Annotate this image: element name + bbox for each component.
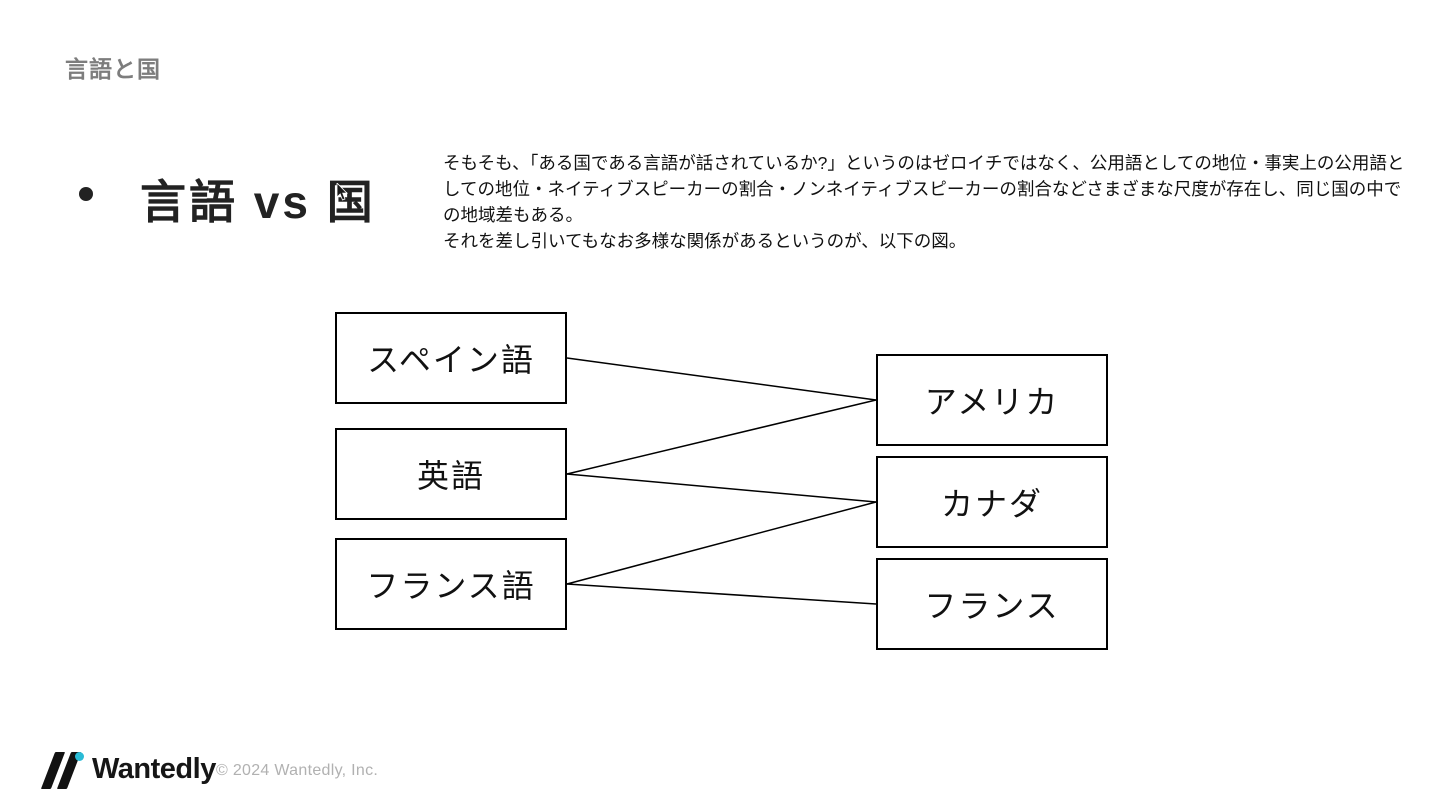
country-node-label: アメリカ (924, 384, 1060, 420)
page-title: 言語 vs 国 (140, 176, 376, 228)
connection-spanish-usa (566, 357, 877, 401)
wantedly-wordmark: Wantedly (92, 753, 216, 785)
country-node-usa[interactable]: アメリカ (876, 354, 1108, 446)
footer: Wantedly © 2024 Wantedly, Inc. (0, 740, 1440, 810)
language-node-label: フランス語 (366, 568, 536, 604)
description-text: そもそも、「ある国である言語が話されているか?」というのはゼロイチではなく、公用… (443, 150, 1405, 254)
country-node-label: カナダ (940, 486, 1043, 522)
slide-header-title: 言語と国 (65, 56, 161, 82)
wantedly-logo-icon (40, 752, 86, 790)
connection-french-france (566, 583, 877, 605)
language-node-french[interactable]: フランス語 (335, 538, 567, 630)
language-node-label: 英語 (416, 458, 485, 494)
country-node-canada[interactable]: カナダ (876, 456, 1108, 548)
connection-english-canada (566, 473, 877, 503)
country-node-label: フランス (924, 588, 1060, 624)
language-node-spanish[interactable]: スペイン語 (335, 312, 567, 404)
connection-lines (566, 357, 877, 605)
country-node-france[interactable]: フランス (876, 558, 1108, 650)
connection-french-canada (566, 501, 877, 585)
language-node-english[interactable]: 英語 (335, 428, 567, 520)
description-paragraph-1: そもそも、「ある国である言語が話されているか?」というのはゼロイチではなく、公用… (443, 153, 1405, 225)
mouse-cursor-icon (336, 183, 348, 201)
copyright-text: © 2024 Wantedly, Inc. (216, 762, 379, 779)
bullet-dot (79, 187, 93, 201)
language-node-label: スペイン語 (367, 342, 535, 378)
diagram: スペイン語 英語 フランス語 アメリカ カナダ フランス (335, 312, 1108, 650)
wantedly-logo: Wantedly (40, 750, 216, 790)
connection-english-usa (566, 399, 877, 475)
description-paragraph-2: それを差し引いてもなお多様な関係があるというのが、以下の図。 (443, 231, 967, 251)
